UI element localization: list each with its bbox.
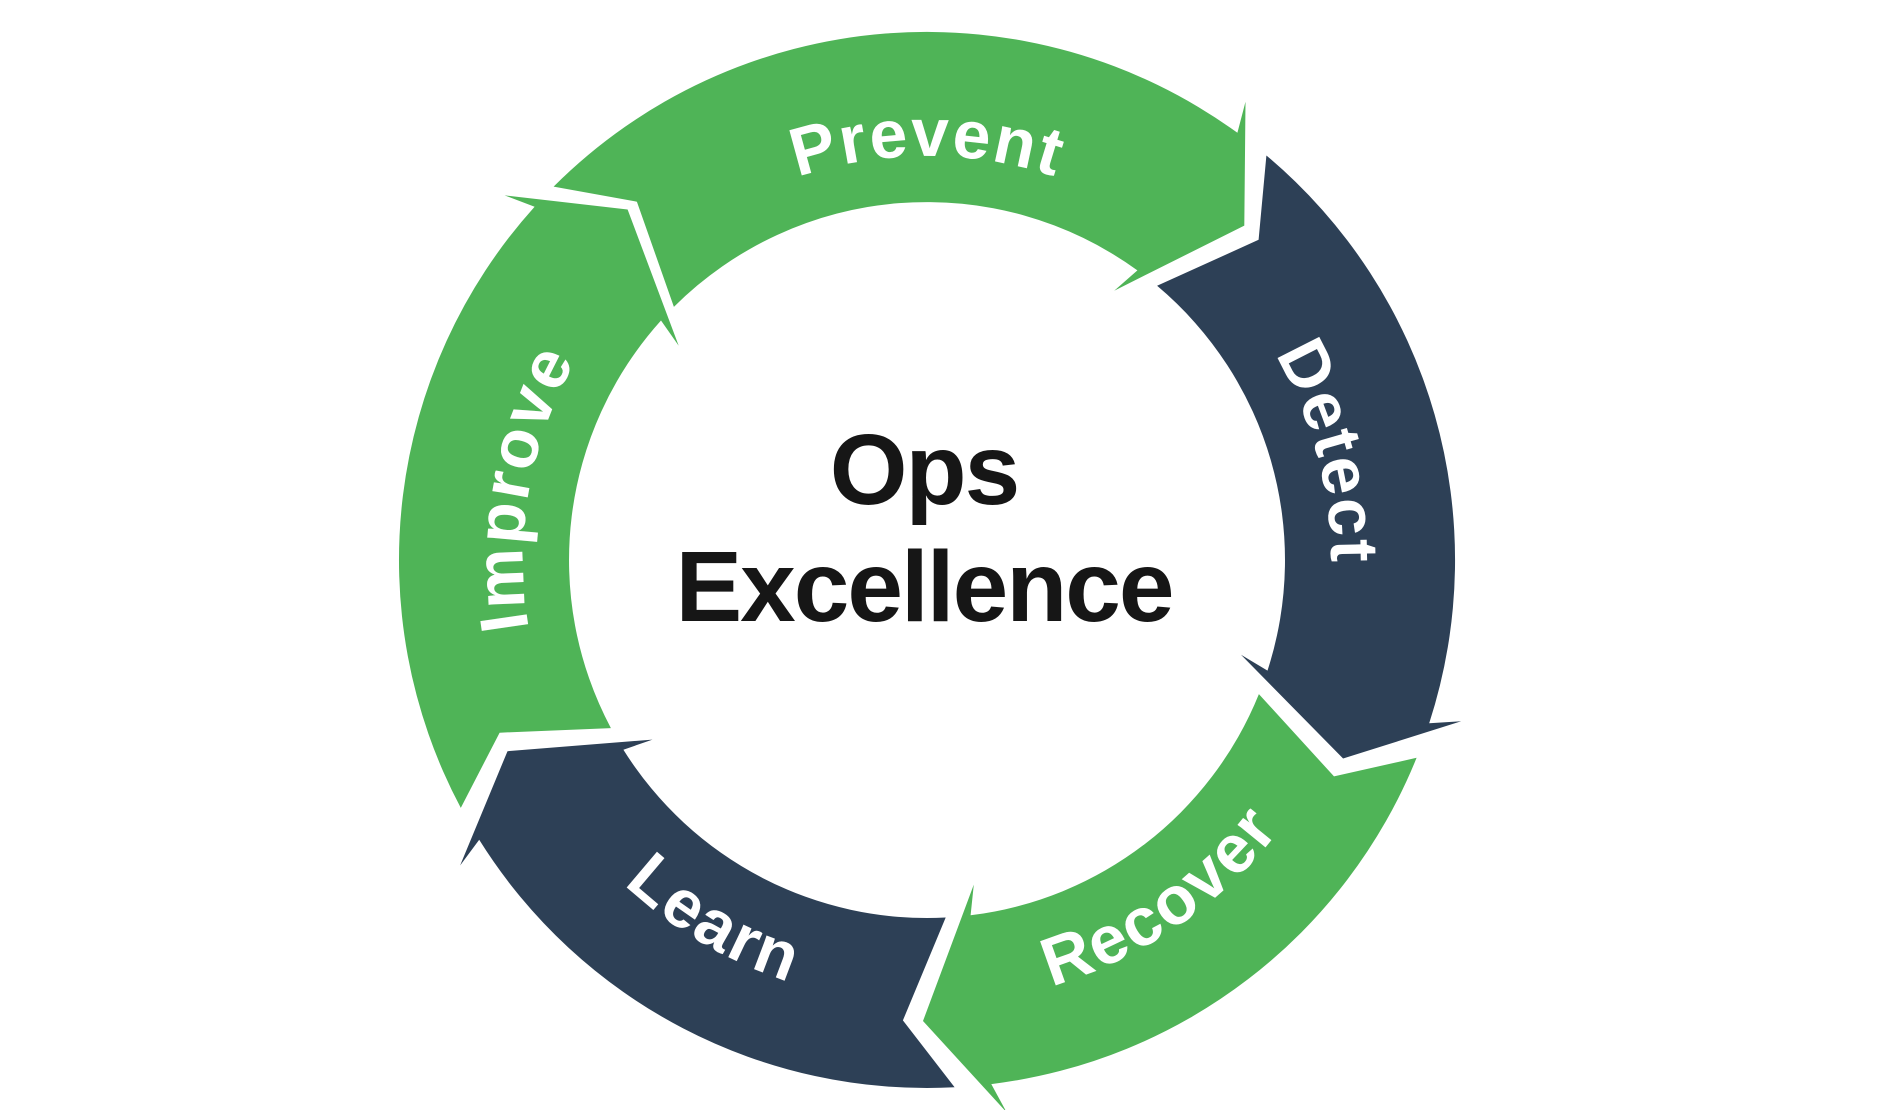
segment-arrow-detect <box>1157 155 1462 759</box>
segment-arrow-learn <box>460 739 955 1089</box>
center-title-line-2: Excellence <box>675 531 1172 643</box>
arrow-segments-layer <box>398 31 1462 1110</box>
segment-arrow-improve <box>398 195 679 808</box>
segment-arrow-recover <box>923 694 1417 1110</box>
segment-arrow-prevent <box>553 31 1246 307</box>
center-title-line-1: Ops <box>830 414 1018 526</box>
